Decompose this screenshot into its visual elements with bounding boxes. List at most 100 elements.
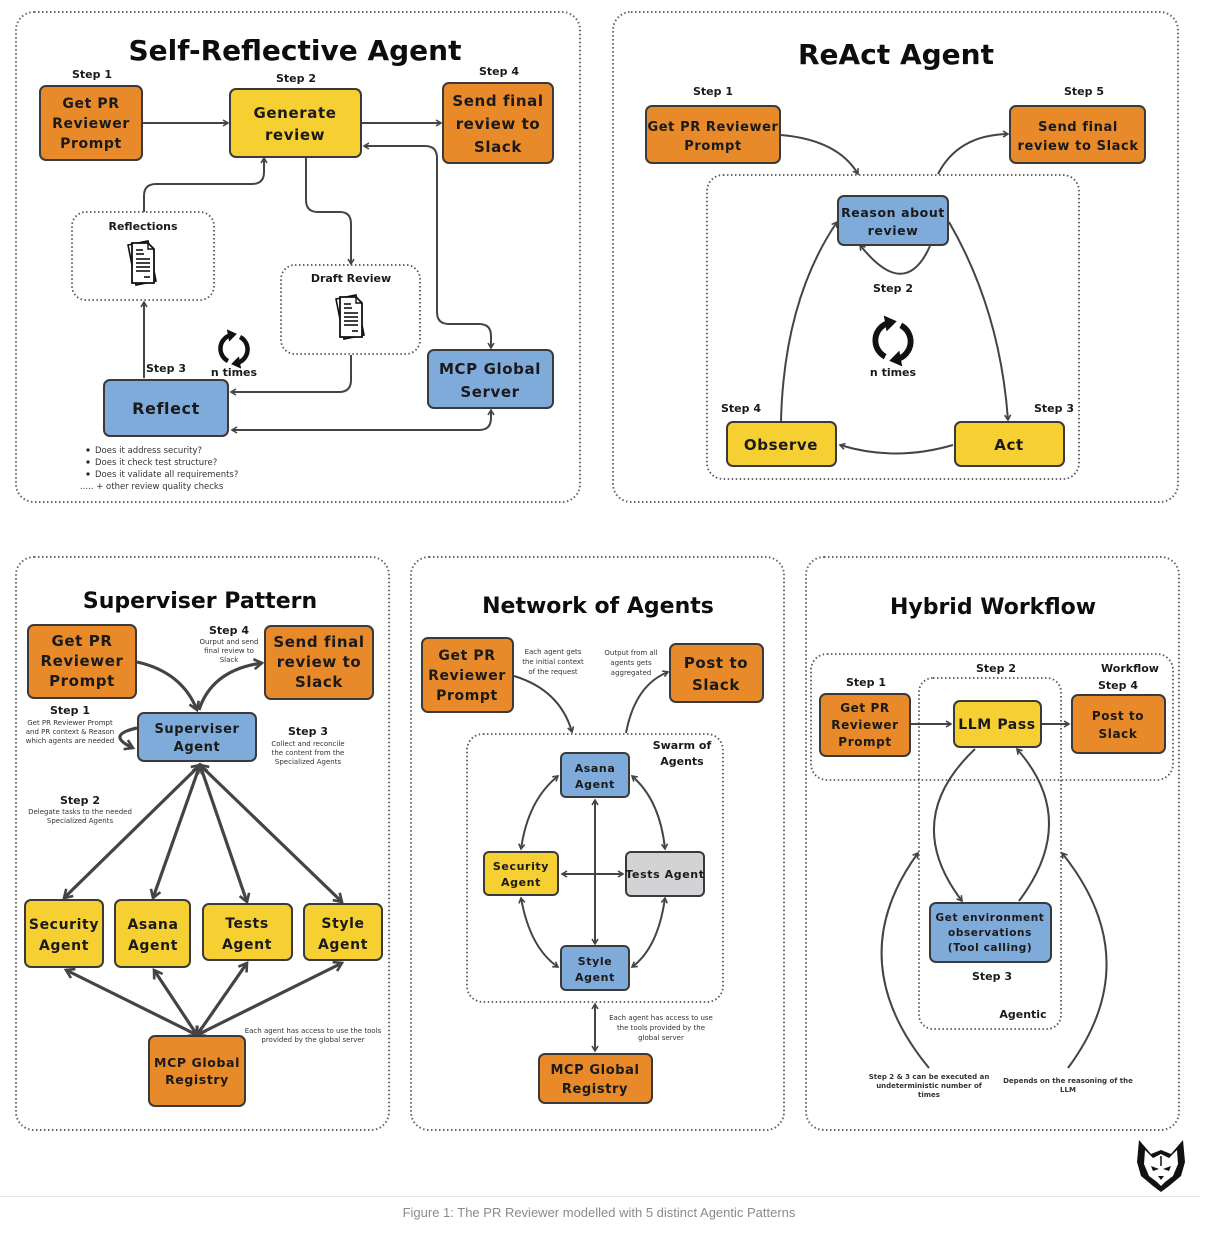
svg-text:MCP Global: MCP Global <box>439 360 541 378</box>
react-loop-group <box>706 174 1080 480</box>
check-item: Does it check test structure? <box>95 458 217 468</box>
node-tests-agent: Tests Agent <box>625 851 705 897</box>
left-note: undeterministic number of <box>876 1082 983 1090</box>
panel-border <box>612 11 1179 503</box>
step-label: Step 3 <box>1034 402 1074 415</box>
svg-text:Get PR: Get PR <box>51 632 112 650</box>
edge-env-to-llm <box>1015 747 1050 902</box>
node-mcp-global-registry: MCP Global Registry <box>148 1035 246 1107</box>
output-note: Output from all <box>604 649 657 657</box>
svg-text:Tests: Tests <box>225 916 269 932</box>
step-note: Get PR Reviewer Prompt <box>27 719 113 727</box>
svg-text:Slack: Slack <box>295 673 343 691</box>
svg-text:Get PR: Get PR <box>62 96 119 112</box>
svg-text:Registry: Registry <box>165 1072 229 1087</box>
svg-text:Generate: Generate <box>253 104 336 122</box>
svg-text:Slack: Slack <box>1099 727 1138 741</box>
workflow-label: Workflow <box>1101 662 1159 675</box>
panel-title: Superviser Pattern <box>83 589 317 614</box>
edge-mcp-asana <box>154 970 197 1035</box>
edge-prompt-to-swarm <box>513 675 575 734</box>
edge-right-note <box>1061 851 1108 1069</box>
edge-asana-tests <box>630 774 669 851</box>
step-label: Step 2 <box>976 662 1016 675</box>
svg-text:Get PR: Get PR <box>840 701 890 715</box>
step-note: final review to <box>204 647 254 655</box>
edge-supervisor-asana <box>153 765 200 898</box>
svg-text:Slack: Slack <box>474 138 522 156</box>
edge-prompt-to-supervisor <box>136 660 197 710</box>
svg-text:Act: Act <box>994 436 1023 454</box>
context-note: the initial context <box>522 658 584 666</box>
node-get-pr-reviewer-prompt: Get PR Reviewer Prompt <box>421 637 514 713</box>
loop-label: n times <box>870 366 917 379</box>
edge-left-note <box>880 851 930 1069</box>
reflections-label: Reflections <box>108 220 177 233</box>
svg-text:Agent: Agent <box>501 876 541 889</box>
step-note: Specialized Agents <box>275 758 342 766</box>
svg-text:Agent: Agent <box>222 937 272 953</box>
svg-text:Registry: Registry <box>562 1082 628 1097</box>
svg-text:Prompt: Prompt <box>60 136 122 152</box>
reflections-store: Reflections <box>71 211 215 301</box>
step-label: Step 1 <box>72 68 112 81</box>
node-asana-agent: Asana Agent <box>114 899 191 968</box>
svg-text:Asana: Asana <box>575 762 616 775</box>
panel-border <box>15 556 390 1131</box>
edge-loop-to-send <box>937 130 1010 175</box>
svg-text:review: review <box>265 126 325 144</box>
check-item: Does it validate all requirements? <box>95 470 238 480</box>
svg-text:Style: Style <box>578 955 613 968</box>
node-observe: Observe <box>726 421 837 467</box>
svg-text:Prompt: Prompt <box>684 139 742 154</box>
step-label: Step 1 <box>50 704 90 717</box>
step-note: and PR context & Reason <box>26 728 115 736</box>
svg-text:Asana: Asana <box>127 917 178 933</box>
node-security-agent: Security Agent <box>483 851 559 896</box>
right-note: LLM <box>1060 1086 1076 1094</box>
agentic-label: Agentic <box>999 1008 1046 1021</box>
svg-text:Reviewer: Reviewer <box>831 718 898 732</box>
svg-text:observations: observations <box>948 927 1032 939</box>
node-style-agent: Style Agent <box>560 945 630 991</box>
panel-superviser-pattern: Superviser Pattern Get PR Reviewer Promp… <box>15 556 390 1131</box>
edge-observe-to-reason <box>780 220 838 422</box>
svg-text:Style: Style <box>321 916 364 932</box>
step-label: Step 3 <box>288 725 328 738</box>
step-label: Step 4 <box>721 402 761 415</box>
edge-tests-style <box>630 896 669 968</box>
svg-text:Agent: Agent <box>128 938 178 954</box>
edge-reason-to-act <box>948 221 1012 422</box>
edge-draft-to-reflect <box>229 355 352 396</box>
step-note: Specialized Agents <box>47 817 114 825</box>
step-note: the content from the <box>272 749 345 757</box>
check-item: Does it address security? <box>95 446 202 456</box>
step-label: Step 1 <box>693 85 733 98</box>
svg-text:Security: Security <box>493 860 549 873</box>
wolf-logo-icon <box>1137 1140 1185 1192</box>
review-checks-list: Does it address security? Does it check … <box>80 446 238 492</box>
edge-mcp-style <box>197 963 342 1035</box>
node-post-to-slack: Post to Slack <box>1071 694 1166 754</box>
step-note: Delegate tasks to the needed <box>28 808 132 816</box>
cycle-icon <box>220 330 247 368</box>
svg-text:Agent: Agent <box>575 971 615 984</box>
node-mcp-global-server: MCP Global Server <box>427 349 554 409</box>
svg-text:LLM Pass: LLM Pass <box>958 717 1035 733</box>
node-style-agent: Style Agent <box>303 903 383 961</box>
edge-supervisor-security <box>64 765 200 898</box>
edge-security-style <box>518 896 560 968</box>
node-send-final-review: Send final review to Slack <box>442 82 554 164</box>
swarm-label: Agents <box>660 755 704 768</box>
node-get-environment-observations: Get environment observations (Tool calli… <box>929 902 1052 963</box>
node-tests-agent: Tests Agent <box>202 903 293 961</box>
mcp-note: the tools provided by the <box>617 1024 705 1032</box>
svg-text:Post to: Post to <box>684 654 748 672</box>
node-send-final-review: Send final review to Slack <box>1009 105 1146 164</box>
edge-asana-security <box>518 775 560 851</box>
step-label: Step 5 <box>1064 85 1104 98</box>
svg-text:Server: Server <box>460 383 519 401</box>
panel-border <box>15 11 581 503</box>
caption-divider <box>0 1196 1200 1197</box>
